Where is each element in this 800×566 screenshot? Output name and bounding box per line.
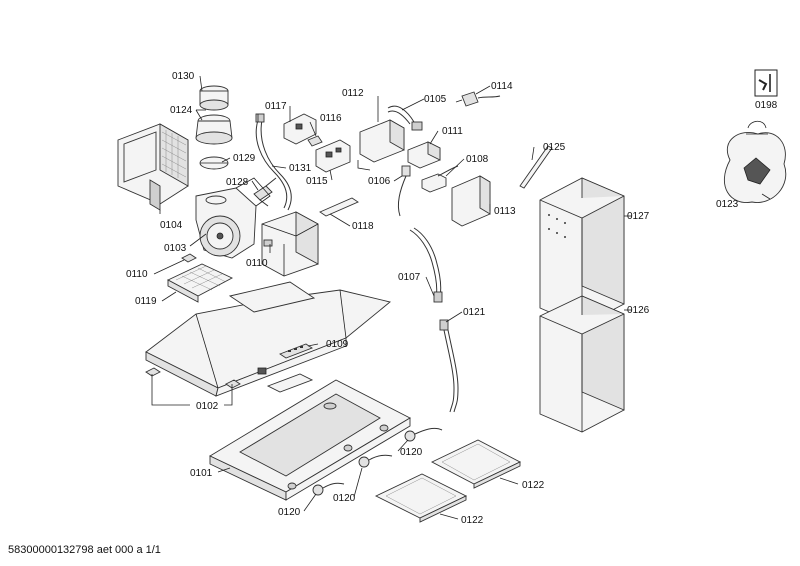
part-0127-upper-chimney (539, 177, 625, 327)
document-footer: 58300000132798 aet 000 a 1/1 (8, 544, 161, 556)
part-0115-control-board (315, 139, 351, 173)
part-0107-cable (409, 227, 443, 303)
part-0116-connector (307, 135, 323, 147)
part-0101-hood-body (209, 379, 411, 501)
part-0120-lamp-a (404, 427, 443, 442)
part-0114-power-plug (455, 91, 501, 107)
label-0102: 0102 (196, 401, 219, 412)
label-0110-b: 0110 (126, 269, 148, 280)
leader-lines (151, 85, 771, 520)
part-0119-carbon-filter (166, 263, 234, 303)
part-0105-cable (387, 105, 423, 131)
label-0105: 0105 (424, 94, 447, 105)
label-0120-b: 0120 (333, 493, 356, 504)
label-0118: 0118 (352, 221, 374, 232)
label-0125: 0125 (543, 142, 566, 153)
label-0106: 0106 (368, 176, 391, 187)
part-0118-bracket (319, 197, 359, 217)
part-hood-canopy (145, 281, 391, 397)
label-0128: 0128 (226, 177, 249, 188)
label-0120-a: 0120 (400, 447, 423, 458)
label-0109: 0109 (326, 339, 349, 350)
label-0117: 0117 (265, 101, 287, 112)
part-0128-capacitor (253, 177, 277, 207)
part-0112-transformer-cover (357, 119, 405, 171)
part-0117-pcb (283, 113, 317, 145)
label-0123: 0123 (716, 199, 739, 210)
part-0124-duct-adapter (195, 114, 233, 145)
label-0108: 0108 (466, 154, 489, 165)
label-0111: 0111 (442, 126, 463, 137)
part-0131-wire-harness (255, 113, 292, 211)
label-0129: 0129 (233, 153, 256, 164)
label-0119: 0119 (135, 296, 157, 307)
part-0113-cover-plate (451, 175, 491, 227)
part-motor-housing (261, 211, 319, 277)
part-0109-light-switch (279, 343, 313, 359)
part-0122-grease-filter-b (374, 473, 468, 523)
part-0103-blower (195, 177, 271, 259)
label-0113: 0113 (494, 206, 516, 217)
label-0114: 0114 (491, 81, 513, 92)
label-0120-c: 0120 (278, 507, 301, 518)
part-0126-lower-chimney (539, 295, 625, 433)
label-0126: 0126 (627, 305, 650, 316)
label-0122-b: 0122 (461, 515, 484, 526)
part-0102-feet (145, 367, 314, 393)
part-0120-lamp-b (358, 454, 393, 468)
part-0198-tool-icon (754, 69, 778, 97)
label-0103: 0103 (164, 243, 187, 254)
label-0115: 0115 (306, 176, 328, 187)
part-0123-screw-bag (724, 120, 787, 203)
label-0116: 0116 (320, 113, 342, 124)
part-0130-duct-ring (199, 75, 229, 111)
label-0122-a: 0122 (522, 480, 545, 491)
label-0110-a: 0110 (246, 258, 268, 269)
label-0121: 0121 (463, 307, 486, 318)
part-0106-switch (397, 165, 411, 217)
part-0120-lamp-c (312, 482, 345, 496)
label-0104: 0104 (160, 220, 183, 231)
part-0125-mounting-rail (519, 145, 553, 189)
label-0130: 0130 (172, 71, 195, 82)
part-0129-backdraft-flap (199, 156, 229, 170)
label-0127: 0127 (627, 211, 650, 222)
part-0104-filter-cassette (117, 123, 189, 211)
label-0101: 0101 (190, 468, 213, 479)
label-0124: 0124 (170, 105, 193, 116)
label-0131: 0131 (289, 163, 312, 174)
part-0110-clip (181, 253, 197, 263)
part-0121-cable (439, 319, 459, 413)
label-0107: 0107 (398, 272, 421, 283)
label-0112: 0112 (342, 88, 364, 99)
part-0122-grease-filter-a (430, 439, 522, 489)
part-0111-transformer (407, 141, 441, 169)
label-0198: 0198 (755, 100, 778, 111)
